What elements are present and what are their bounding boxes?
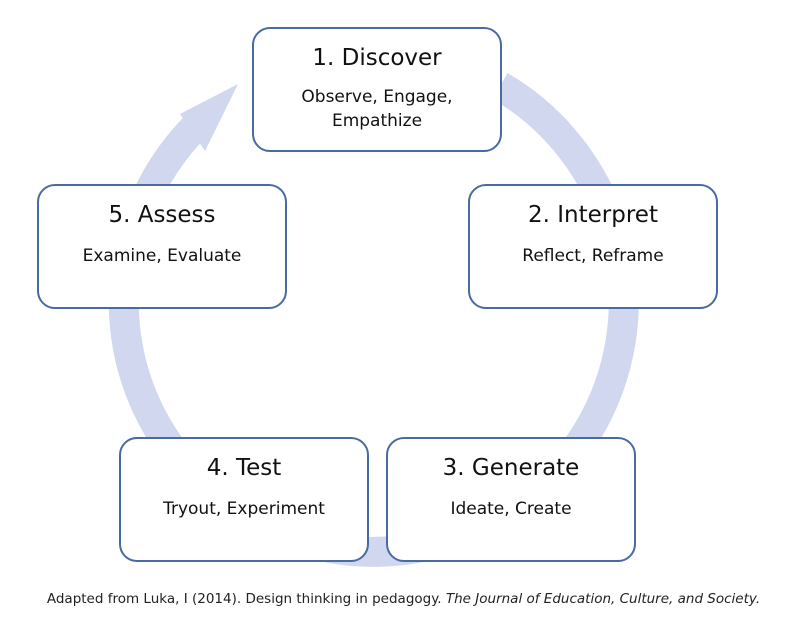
stage-subtitle: Examine, Evaluate — [82, 246, 242, 266]
stage-interpret: 2. Interpret Reflect, Reframe — [468, 184, 718, 309]
stage-subtitle: Observe, Engage, Empathize — [301, 87, 453, 131]
stage-title: 5. Assess — [108, 202, 216, 228]
stage-assess: 5. Assess Examine, Evaluate — [37, 184, 287, 309]
stage-title: 3. Generate — [442, 455, 580, 481]
stage-discover: 1. Discover Observe, Engage, Empathize — [252, 27, 502, 152]
caption-citation: Adapted from Luka, I (2014). Design thin… — [46, 591, 446, 607]
stage-test: 4. Test Tryout, Experiment — [119, 437, 369, 562]
source-caption: Adapted from Luka, I (2014). Design thin… — [0, 591, 807, 607]
cycle-arrow-head — [180, 84, 238, 151]
stage-title: 2. Interpret — [528, 202, 658, 228]
stage-subtitle: Tryout, Experiment — [163, 499, 325, 519]
stage-subtitle: Ideate, Create — [450, 499, 572, 519]
stage-title: 4. Test — [206, 455, 282, 481]
stage-title: 1. Discover — [312, 45, 442, 71]
stage-generate: 3. Generate Ideate, Create — [386, 437, 636, 562]
caption-journal-title: The Journal of Education, Culture, and S… — [445, 591, 761, 607]
stage-subtitle: Reflect, Reframe — [522, 246, 664, 266]
